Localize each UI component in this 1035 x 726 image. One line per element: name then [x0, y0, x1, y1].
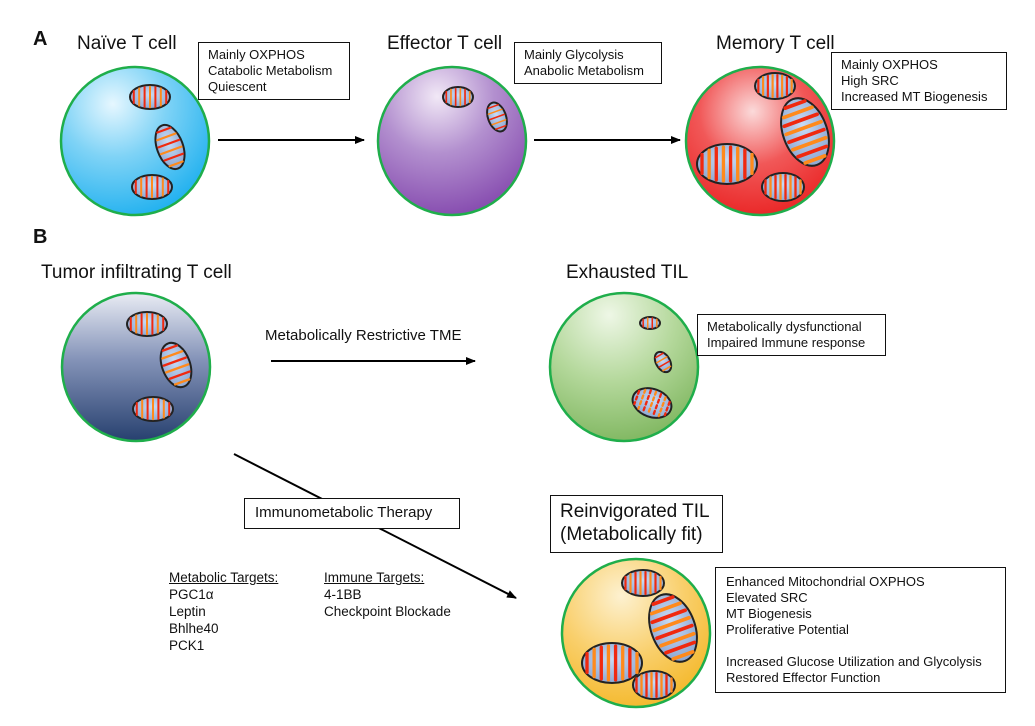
mitochondrion-icon: [632, 670, 676, 700]
naive-t-cell: [59, 65, 211, 217]
exhausted-til-cell: [548, 291, 700, 443]
mitochondrion-icon: [129, 84, 171, 110]
feature-text: Elevated SRC: [726, 590, 808, 605]
feature-text: [726, 638, 995, 654]
tumor-cell-title: Tumor infiltrating T cell: [41, 262, 232, 283]
mitochondrion-icon: [621, 569, 665, 597]
mitochondrion-icon: [581, 642, 643, 684]
target-item: PGC1α: [169, 587, 214, 602]
feature-text: Restored Effector Function: [726, 670, 881, 685]
feature-text: Catabolic Metabolism: [208, 63, 333, 78]
panel-a-label: A: [33, 28, 48, 50]
reinvigorated-til-title-box: Reinvigorated TIL (Metabolically fit): [550, 495, 723, 553]
reinvigorated-features-box: Enhanced Mitochondrial OXPHOS Elevated S…: [715, 567, 1006, 693]
mitochondrion-icon: [648, 593, 698, 663]
panel-b-label: B: [33, 226, 48, 248]
target-item: Bhlhe40: [169, 621, 219, 636]
exhausted-features-box: Metabolically dysfunctional Impaired Imm…: [697, 314, 886, 356]
immunometabolic-therapy-box: Immunometabolic Therapy: [244, 498, 460, 529]
feature-text: Mainly OXPHOS: [841, 57, 938, 72]
mitochondrion-icon: [780, 97, 830, 167]
therapy-label: Immunometabolic Therapy: [255, 504, 433, 521]
metabolic-targets-list: Metabolic Targets: PGC1α Leptin Bhlhe40 …: [169, 569, 278, 654]
metabolic-targets-header: Metabolic Targets:: [169, 570, 279, 585]
feature-text: Mainly OXPHOS: [208, 47, 305, 62]
feature-text: Impaired Immune response: [707, 335, 866, 350]
mitochondrion-icon: [126, 311, 168, 337]
target-item: 4-1BB: [324, 587, 362, 602]
mitochondrion-icon: [486, 101, 508, 133]
feature-text: Metabolically dysfunctional: [707, 319, 862, 334]
mitochondrion-icon: [754, 72, 796, 100]
mitochondrion-icon: [653, 350, 673, 374]
tumor-infiltrating-t-cell: [60, 291, 212, 443]
mitochondrion-icon: [131, 174, 173, 200]
feature-text: Quiescent: [208, 79, 267, 94]
feature-text: Increased MT Biogenesis: [841, 89, 988, 104]
memory-t-cell-title: Memory T cell: [716, 33, 835, 54]
naive-features-box: Mainly OXPHOS Catabolic Metabolism Quies…: [198, 42, 350, 100]
mitochondrion-icon: [639, 316, 661, 330]
mitochondrion-icon: [132, 396, 174, 422]
feature-text: Mainly Glycolysis: [524, 47, 624, 62]
target-item: Leptin: [169, 604, 206, 619]
memory-features-box: Mainly OXPHOS High SRC Increased MT Biog…: [831, 52, 1007, 110]
feature-text: High SRC: [841, 73, 899, 88]
immune-targets-header: Immune Targets:: [324, 570, 425, 585]
exhausted-til-title: Exhausted TIL: [566, 262, 689, 283]
immune-targets-list: Immune Targets: 4-1BB Checkpoint Blockad…: [324, 569, 451, 620]
target-item: PCK1: [169, 638, 205, 653]
mitochondrion-icon: [442, 86, 474, 108]
reinvigorated-title-line: Reinvigorated TIL: [560, 501, 710, 522]
feature-text: MT Biogenesis: [726, 606, 812, 621]
effector-features-box: Mainly Glycolysis Anabolic Metabolism: [514, 42, 662, 84]
mitochondrion-icon: [761, 172, 805, 202]
restrictive-tme-label: Metabolically Restrictive TME: [265, 327, 462, 344]
feature-text: Increased Glucose Utilization and Glycol…: [726, 654, 982, 669]
mitochondrion-icon: [696, 143, 758, 185]
effector-t-cell-title: Effector T cell: [387, 33, 503, 54]
mitochondrion-icon: [631, 387, 673, 419]
mitochondrion-icon: [154, 123, 186, 171]
reinvigorated-title-line: (Metabolically fit): [560, 524, 703, 545]
feature-text: Anabolic Metabolism: [524, 63, 644, 78]
feature-text: Enhanced Mitochondrial OXPHOS: [726, 574, 925, 589]
target-item: Checkpoint Blockade: [324, 604, 451, 619]
naive-t-cell-title: Naïve T cell: [77, 33, 177, 54]
mitochondrion-icon: [159, 341, 193, 389]
feature-text: Proliferative Potential: [726, 622, 849, 637]
